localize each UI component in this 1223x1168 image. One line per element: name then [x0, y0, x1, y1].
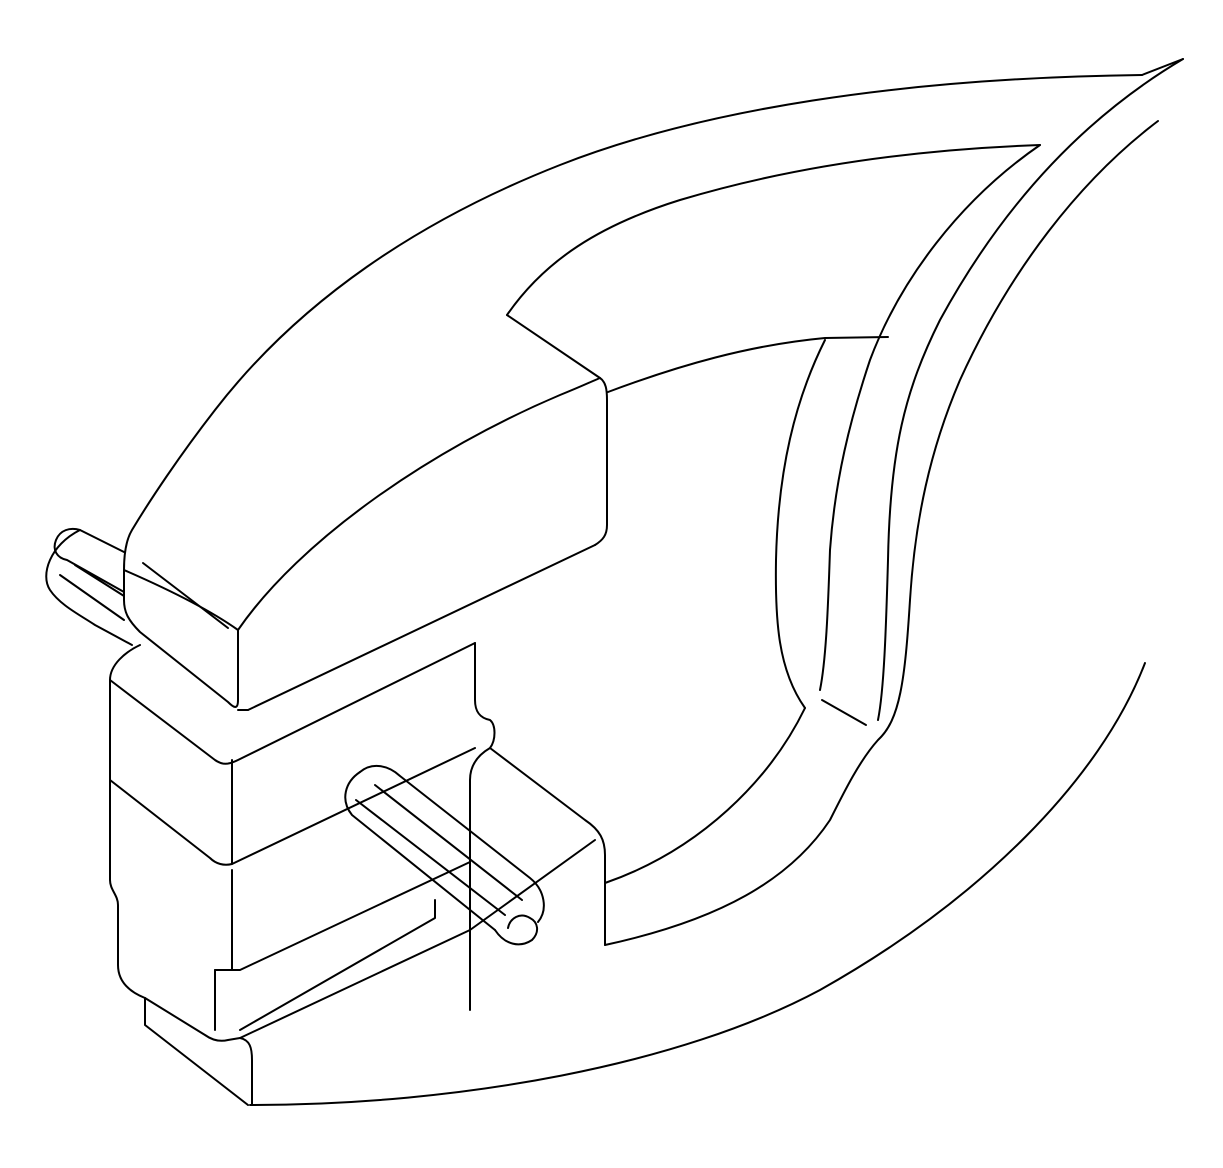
pin-lower-body-bottom: [344, 771, 496, 931]
block-vertical-left: [109, 779, 146, 999]
block-mid-ledge: [109, 747, 476, 866]
pin-upper-body: [53, 527, 125, 593]
recess-lower-rim: [607, 336, 889, 393]
handle-lever: [123, 377, 608, 711]
block-inner-slot: [239, 899, 436, 1031]
block-base-left: [144, 997, 249, 1106]
shell-bottom-sweep: [249, 662, 1146, 1106]
block-upper-front: [109, 644, 141, 781]
pin-lower-end: [494, 914, 538, 946]
block-upper-top: [109, 642, 476, 765]
pin-lower-groove-a: [355, 799, 506, 916]
pin-upper-end: [45, 529, 133, 646]
mount-block: [109, 642, 606, 1106]
recess-notch: [506, 314, 601, 379]
block-upper-right: [469, 642, 496, 1011]
pin-lower-body-top: [359, 764, 545, 923]
block-top-rail: [239, 839, 596, 1039]
shell-right-edge: [877, 58, 1184, 721]
pin-lower-groove-b: [374, 784, 523, 901]
recess-top-rim: [506, 144, 1041, 316]
block-right-riser: [489, 747, 606, 946]
block-base-step: [239, 1037, 253, 1106]
lever-front-face-left: [123, 599, 239, 708]
handle-inner-recess: [506, 144, 1041, 884]
shell-tip-edge: [1141, 58, 1184, 76]
pin-upper-groove-a: [59, 574, 125, 621]
recess-inner-curve: [774, 339, 826, 709]
shell-inner-right-edge: [604, 120, 1159, 946]
pin-upper-groove-b: [74, 564, 125, 597]
pivot-pin-lower: [344, 764, 545, 946]
shell-outer-edge: [123, 74, 1143, 601]
lever-top-front-curve: [237, 377, 608, 631]
lever-bevel-tick: [142, 562, 229, 629]
recess-back-wall: [819, 144, 1041, 691]
recess-tick: [821, 699, 867, 726]
pivot-pin-upper: [45, 527, 133, 646]
lever-bottom-edge: [247, 544, 596, 711]
block-lower-step: [214, 861, 471, 971]
block-lower-front: [144, 997, 241, 1042]
handle-outer-shell: [123, 58, 1184, 1106]
lever-top-face: [123, 569, 239, 631]
recess-bottom-edge: [604, 707, 806, 884]
